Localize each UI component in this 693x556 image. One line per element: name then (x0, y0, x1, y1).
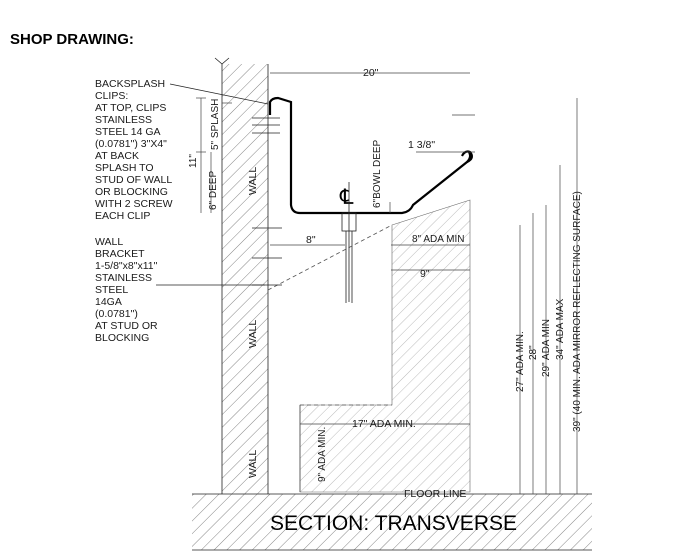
backsplash-clip-note-10: OR BLOCKING (95, 186, 168, 198)
backsplash-clip-note-11: WITH 2 SCREW (95, 198, 173, 210)
backsplash-clip-note-8: SPLASH TO (95, 162, 154, 174)
wall-bracket-note-1: WALL (95, 236, 123, 248)
dim-height-39: 39" (40 MIN. ADA MIRROR REFLECTING SURFA… (572, 191, 583, 432)
backsplash-clip-note-5: STEEL 14 GA (95, 126, 161, 138)
section-title: SECTION: TRANSVERSE (270, 512, 517, 535)
wall-bracket-note-3: 1-5/8"x8"x11" (95, 260, 158, 272)
dim-bowl-deep: 6"BOWL DEEP (372, 139, 383, 208)
wall-bracket-note-5: STEEL (95, 284, 128, 296)
backsplash-clip-note-7: AT BACK (95, 150, 139, 162)
dim-height-29: 29" ADA MIN (541, 319, 552, 377)
wall-bracket-line (267, 224, 393, 291)
wall-bracket-note-2: BRACKET (95, 248, 145, 260)
dim-height-27: 27" ADA MIN. (515, 331, 526, 392)
wall-section (214, 57, 269, 494)
dim-width: 20" (363, 67, 379, 79)
backsplash-clip-note-1: BACKSPLASH (95, 78, 165, 90)
dim-deep-6: 6" DEEP (208, 171, 219, 210)
dim-height-28: 28" (528, 345, 539, 360)
dim-toe-9: 9" ADA MIN. (317, 427, 328, 482)
backsplash-clip-note-6: (0.0781") 3"X4" (95, 138, 167, 150)
dim-bracket: 8" (306, 234, 316, 246)
backsplash-clip-note-9: STUD OF WALL (95, 174, 172, 186)
dim-ada-8: 8" ADA MIN (412, 234, 464, 245)
dim-rim: 1 3/8" (408, 139, 435, 151)
centerline-symbol: ℄ (339, 186, 354, 209)
wall-bracket-note-9: BLOCKING (95, 332, 149, 344)
wall-label-lower: WALL (247, 450, 259, 478)
sink-profile (268, 96, 472, 215)
dim-deep-total: 11" (188, 154, 199, 168)
floor-slab (192, 493, 592, 551)
wall-label-upper: WALL (247, 167, 259, 195)
dim-knee-17: 17" ADA MIN. (352, 418, 416, 430)
wall-bracket-note-6: 14GA (95, 296, 122, 308)
wall-bracket-note-7: (0.0781") (95, 308, 138, 320)
floor-line-label: FLOOR LINE (404, 488, 466, 500)
wall-bracket-note-4: STAINLESS (95, 272, 152, 284)
backsplash-clip-note-12: EACH CLIP (95, 210, 150, 222)
wall-bracket-note-8: AT STUD OR (95, 320, 158, 332)
wall-label-middle: WALL (247, 320, 259, 348)
dim-ada-9: 9" (420, 268, 430, 280)
dim-height-34: 34" ADA MAX (555, 298, 566, 360)
drawing-title: SHOP DRAWING: (10, 31, 134, 48)
dimension-lines (196, 72, 578, 494)
screws (252, 117, 282, 286)
backsplash-clip-note-2: CLIPS: (95, 90, 128, 102)
backsplash-clip-note-3: AT TOP, CLIPS (95, 102, 166, 114)
dim-splash: 5" SPLASH (210, 99, 221, 150)
backsplash-clip-note-4: STAINLESS (95, 114, 152, 126)
